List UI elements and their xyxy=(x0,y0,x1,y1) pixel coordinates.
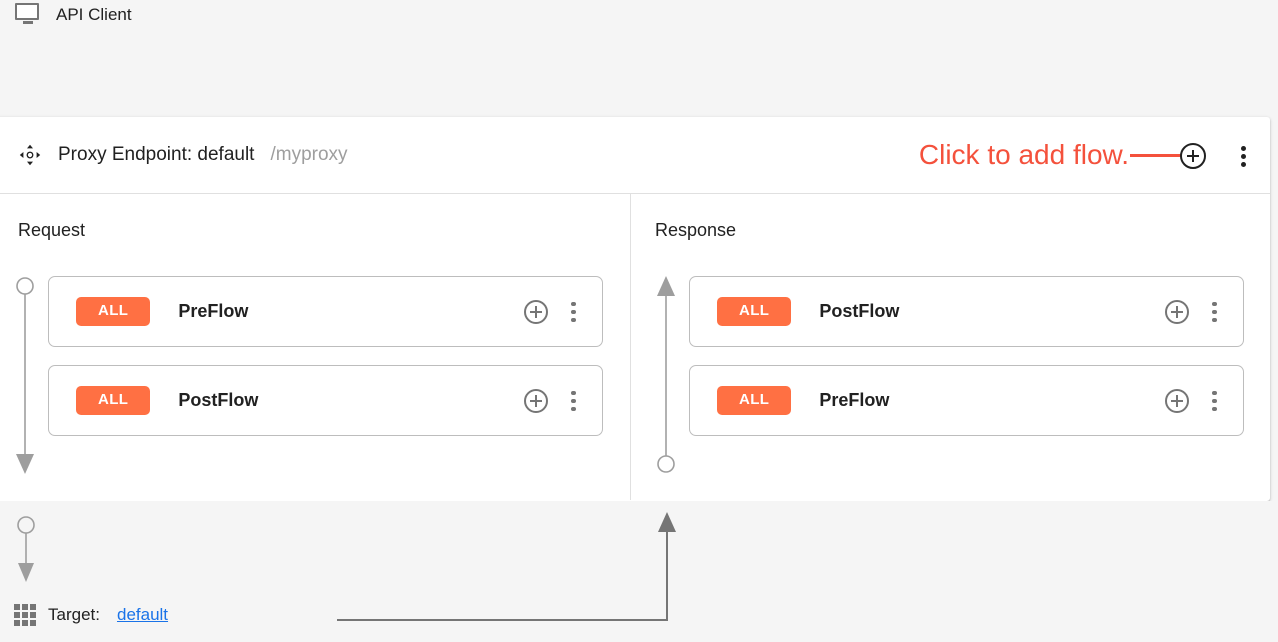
flow-card-actions xyxy=(524,388,586,414)
proxy-header-actions xyxy=(1180,117,1256,194)
add-flow-annotation: Click to add flow. xyxy=(919,141,1182,169)
add-step-button[interactable] xyxy=(524,299,548,324)
flow-columns: Request ALL PreFlow ALL PostFlow xyxy=(0,194,1270,500)
move-handle-icon[interactable] xyxy=(18,143,42,167)
flow-card[interactable]: ALL PostFlow xyxy=(689,276,1244,347)
condition-badge: ALL xyxy=(717,386,792,415)
proxy-basepath: /myproxy xyxy=(270,144,348,165)
target-strip xyxy=(0,501,1278,642)
condition-badge: ALL xyxy=(76,386,151,415)
condition-badge: ALL xyxy=(717,297,792,326)
annotation-pointer-line xyxy=(1130,153,1182,157)
flow-name: PreFlow xyxy=(178,301,249,321)
api-client-node: API Client xyxy=(14,2,132,28)
monitor-icon xyxy=(14,2,42,28)
api-client-strip: API Client xyxy=(0,0,1278,117)
add-step-button[interactable] xyxy=(1165,388,1189,413)
flow-kebab-menu-icon[interactable] xyxy=(1203,299,1227,325)
request-flow-list: ALL PreFlow ALL PostFlow xyxy=(48,276,603,436)
flow-card-actions xyxy=(524,299,586,325)
request-column-title: Request xyxy=(18,220,86,240)
flow-card[interactable]: ALL PreFlow xyxy=(48,276,603,347)
flow-kebab-menu-icon[interactable] xyxy=(1203,388,1227,414)
add-flow-button[interactable] xyxy=(1180,142,1206,169)
flow-name: PostFlow xyxy=(178,390,259,410)
flow-card[interactable]: ALL PreFlow xyxy=(689,365,1244,436)
add-step-button[interactable] xyxy=(524,388,548,413)
flow-card[interactable]: ALL PostFlow xyxy=(48,365,603,436)
api-client-label: API Client xyxy=(56,5,132,24)
proxy-endpoint-panel: Proxy Endpoint: default /myproxy Click t… xyxy=(0,117,1270,501)
condition-badge: ALL xyxy=(76,297,151,326)
target-label: Target: xyxy=(48,605,100,624)
request-column: Request ALL PreFlow ALL PostFlow xyxy=(0,194,631,500)
flow-kebab-menu-icon[interactable] xyxy=(562,388,586,414)
add-step-button[interactable] xyxy=(1165,299,1189,324)
response-column-title: Response xyxy=(655,220,737,240)
target-node: Target: default xyxy=(14,604,168,626)
grid-icon xyxy=(14,604,36,626)
response-flow-list: ALL PostFlow ALL PreFlow xyxy=(689,276,1244,436)
flow-card-actions xyxy=(1165,299,1227,325)
page-title: Proxy Endpoint: default xyxy=(58,144,255,165)
flow-name: PostFlow xyxy=(819,301,900,321)
response-column: Response ALL PostFlow ALL PreFlow xyxy=(631,194,1270,500)
proxy-kebab-menu-icon[interactable] xyxy=(1232,143,1256,169)
flow-card-actions xyxy=(1165,388,1227,414)
proxy-endpoint-header[interactable]: Proxy Endpoint: default /myproxy Click t… xyxy=(0,117,1270,194)
flow-name: PreFlow xyxy=(819,390,890,410)
annotation-text: Click to add flow. xyxy=(918,139,1129,170)
flow-kebab-menu-icon[interactable] xyxy=(562,299,586,325)
target-link[interactable]: default xyxy=(116,605,169,624)
